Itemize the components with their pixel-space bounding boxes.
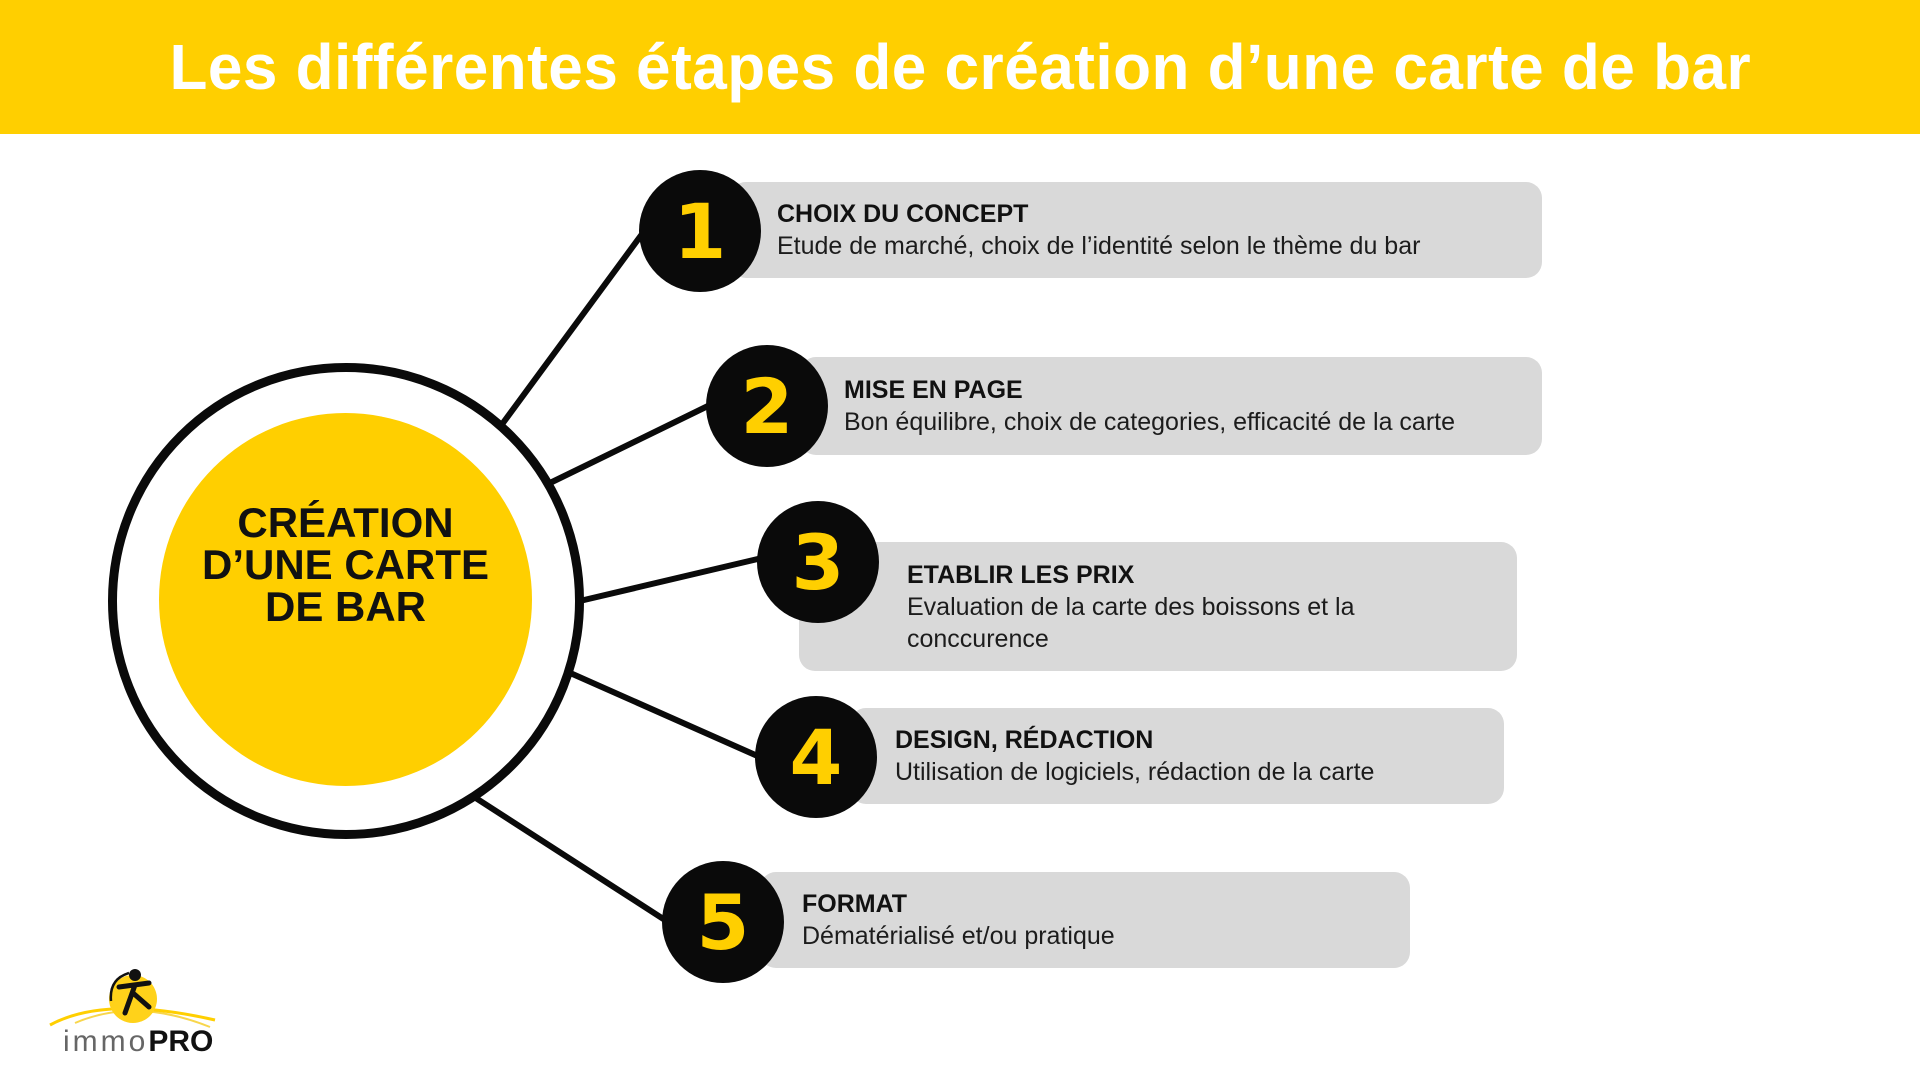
step-description: Etude de marché, choix de l’identité sel… <box>777 232 1421 260</box>
hub-label: CRÉATION D’UNE CARTE DE BAR <box>201 498 489 630</box>
logo-wordmark: immoPRO <box>63 1025 214 1058</box>
connector-line-4 <box>565 669 765 761</box>
step-number-badge-1: 1 <box>639 170 761 292</box>
header-banner: Les différentes étapes de création d’une… <box>0 0 1920 134</box>
step-title: MISE EN PAGE <box>844 376 1023 404</box>
step-number-badge-4: 4 <box>755 696 877 818</box>
step-description: Evaluation de la carte des boissons et l… <box>907 592 1355 653</box>
hub-circle: CRÉATION D’UNE CARTE DE BAR <box>159 413 532 786</box>
step-description: Dématérialisé et/ou pratique <box>802 922 1115 950</box>
step-title: DESIGN, RÉDACTION <box>895 726 1154 754</box>
step-card-5: FORMAT Dématérialisé et/ou pratique <box>760 872 1410 968</box>
step-description: Bon équilibre, choix de categories, effi… <box>844 408 1456 436</box>
immopro-logo: immoPRO <box>45 965 225 1070</box>
page-title: Les différentes étapes de création d’une… <box>169 31 1751 103</box>
step-title: ETABLIR LES PRIX <box>907 560 1135 589</box>
step-card-3: ETABLIR LES PRIX Evaluation de la carte … <box>799 542 1517 671</box>
step-title: FORMAT <box>802 890 908 918</box>
person-on-yellow-sun-icon <box>49 969 216 1028</box>
connector-line-3 <box>581 555 765 603</box>
connector-line-1 <box>497 227 648 430</box>
step-number-badge-2: 2 <box>706 345 828 467</box>
step-number-badge-5: 5 <box>662 861 784 983</box>
step-description: Utilisation de logiciels, rédaction de l… <box>895 758 1375 786</box>
step-number-badge-3: 3 <box>757 501 879 623</box>
connector-line-5 <box>465 790 671 925</box>
connector-line-2 <box>549 401 715 485</box>
step-card-4: DESIGN, RÉDACTION Utilisation de logicie… <box>850 708 1504 804</box>
step-card-2: MISE EN PAGE Bon équilibre, choix de cat… <box>800 357 1542 455</box>
step-card-1: CHOIX DU CONCEPT Etude de marché, choix … <box>730 182 1542 278</box>
step-title: CHOIX DU CONCEPT <box>777 200 1029 228</box>
